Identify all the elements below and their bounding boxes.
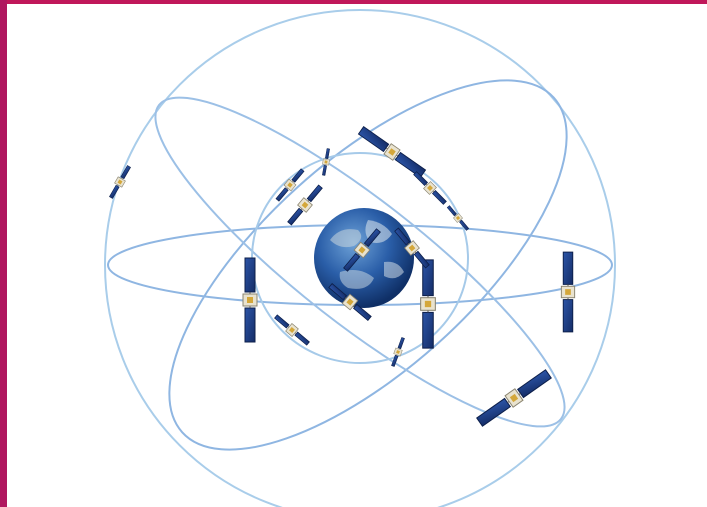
satellite-inner-i [446, 205, 470, 231]
orbit-ring-tilted-b [154, 96, 566, 428]
solar-panel [244, 257, 256, 293]
solar-panel [562, 299, 574, 333]
satellite-inner-c [394, 227, 430, 269]
earth-globe [314, 208, 414, 308]
satellite-right [560, 251, 576, 333]
solar-panel [294, 331, 310, 346]
satellite-top [357, 126, 427, 178]
solar-panel [274, 314, 290, 329]
satellite-inner-g [391, 337, 405, 367]
satellite-inner-d [413, 171, 447, 205]
frame-top-border [0, 0, 707, 4]
satellites [109, 126, 576, 427]
solar-panel [476, 397, 512, 427]
satellite-inner-h [322, 148, 330, 176]
solar-panel [306, 184, 323, 203]
solar-panel [397, 337, 405, 350]
solar-panel [413, 171, 429, 187]
satellite-inner-f [274, 314, 310, 346]
frame-left-border [0, 0, 7, 507]
solar-panel [322, 165, 327, 176]
satellite-far-left [109, 165, 131, 199]
solar-panel [244, 307, 256, 343]
satellite-inner-e [328, 283, 372, 321]
satellite-on-earth [343, 228, 381, 272]
solar-panel [431, 189, 447, 205]
solar-panel [562, 251, 574, 285]
satellite-inner-a [287, 184, 323, 226]
solar-panel [394, 151, 427, 178]
solar-panel [516, 369, 552, 399]
satellite-inner-b [275, 168, 305, 202]
outer-orbit-sphere [104, 9, 616, 507]
satellite-left [242, 257, 258, 343]
satellite-center-right [420, 259, 436, 349]
orbit-ring-tilted-a [168, 79, 568, 451]
satellite-bottom-right [476, 369, 552, 427]
solar-panel [287, 207, 304, 226]
solar-panel [422, 311, 434, 349]
